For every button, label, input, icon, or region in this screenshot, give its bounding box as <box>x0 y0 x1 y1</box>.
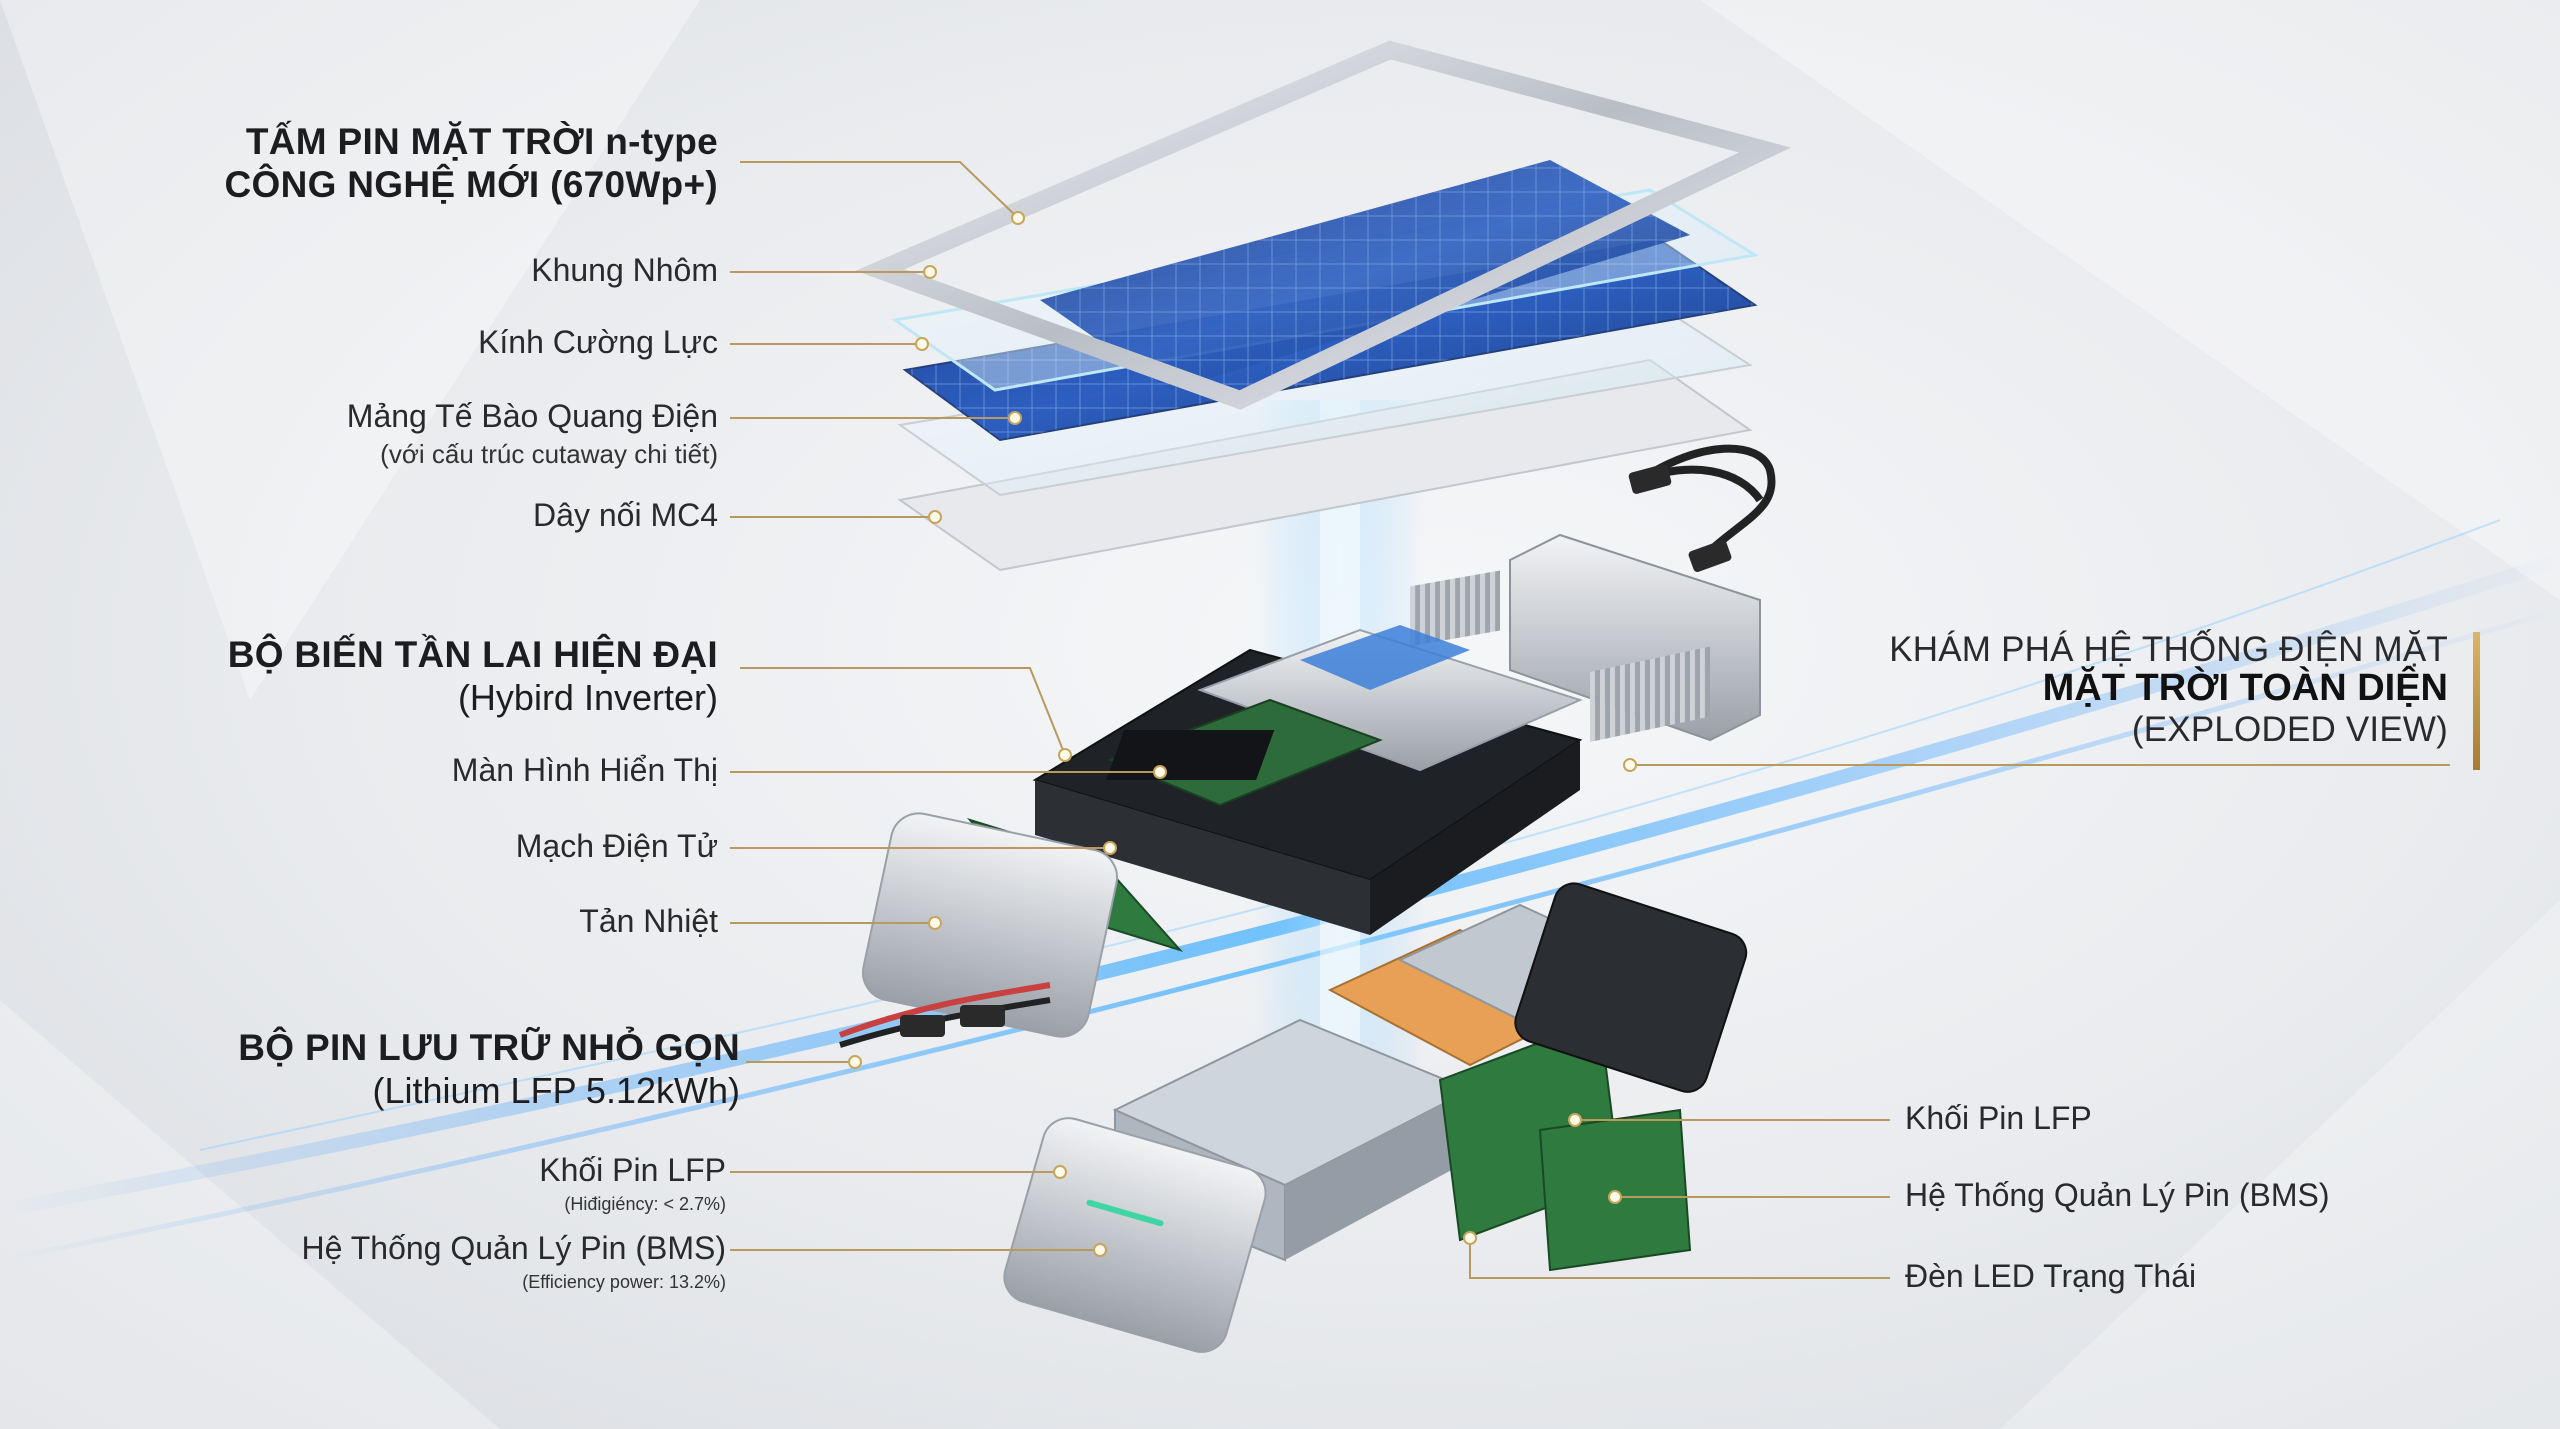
leader-bms-right-dot <box>1608 1190 1622 1204</box>
inverter-subtitle: (Hybird Inverter) <box>457 677 718 718</box>
label-lfp-block-left-note: (Hiđigiéncy: < 2.7%) <box>564 1194 726 1214</box>
leader-inverter <box>740 667 1066 756</box>
leader-battery-dot <box>848 1055 862 1069</box>
label-bms-right: Hệ Thống Quản Lý Pin (BMS) <box>1905 1177 2330 1213</box>
label-electronic-circuit: Mạch Điện Tử <box>515 828 718 864</box>
header-title-line2: MẶT TRỜI TOÀN DIỆN <box>2042 667 2448 709</box>
leader-mc4-cable-dot <box>928 510 942 524</box>
label-aluminum-frame: Khung Nhôm <box>531 252 718 288</box>
label-heat-sink: Tản Nhiệt <box>579 903 718 939</box>
label-tempered-glass: Kính Cường Lực <box>478 324 718 360</box>
inverter-title: BỘ BIẾN TẦN LAI HIỆN ĐẠI <box>227 634 718 675</box>
leader-pv-cell-array-dot <box>1008 411 1022 425</box>
leader-lfp-left-dot <box>1053 1165 1067 1179</box>
battery-title: BỘ PIN LƯU TRỮ NHỎ GỌN <box>238 1027 740 1068</box>
header-accent-bar <box>2473 632 2480 770</box>
label-bms-left-note: (Efficiency power: 13.2%) <box>522 1272 726 1292</box>
leader-solar-panel <box>740 161 1019 219</box>
leader-solar-panel-dot <box>1011 211 1025 225</box>
leader-tempered-glass-dot <box>915 337 929 351</box>
label-bms-left: Hệ Thống Quản Lý Pin (BMS) <box>301 1230 727 1266</box>
leader-header-dot <box>1623 758 1637 772</box>
leader-electronic-circuit-dot <box>1103 841 1117 855</box>
leader-status-led-dot <box>1463 1231 1477 1245</box>
label-lfp-block-right: Khối Pin LFP <box>1905 1100 2092 1136</box>
label-mc4-cable: Dây nối MC4 <box>533 497 718 533</box>
leader-status-led <box>1469 1238 1890 1279</box>
leader-heat-sink-dot <box>928 916 942 930</box>
label-display-screen: Màn Hình Hiển Thị <box>451 752 718 788</box>
label-pv-cell-array-note: (với cấu trúc cutaway chi tiết) <box>380 439 718 469</box>
leader-inverter-dot <box>1058 748 1072 762</box>
battery-subtitle: (Lithium LFP 5.12kWh) <box>372 1070 740 1111</box>
leader-bms-left-dot <box>1093 1243 1107 1257</box>
solar-panel-title-line1: TẤM PIN MẶT TRỜI n-type <box>245 121 718 162</box>
leader-lfp-right-dot <box>1568 1113 1582 1127</box>
solar-panel-title-line2: CÔNG NGHỆ MỚI (670Wp+) <box>224 164 718 205</box>
header-title-line1: KHÁM PHÁ HỆ THỐNG ĐIỆN MẶT <box>1889 630 2448 669</box>
label-lfp-block-left: Khối Pin LFP <box>539 1152 726 1188</box>
label-status-led: Đèn LED Trạng Thái <box>1905 1258 2197 1294</box>
leader-display-screen-dot <box>1153 765 1167 779</box>
header-title-line3: (EXPLODED VIEW) <box>2131 710 2448 749</box>
label-pv-cell-array: Mảng Tế Bào Quang Điện <box>346 398 718 434</box>
leader-aluminum-frame-dot <box>923 265 937 279</box>
